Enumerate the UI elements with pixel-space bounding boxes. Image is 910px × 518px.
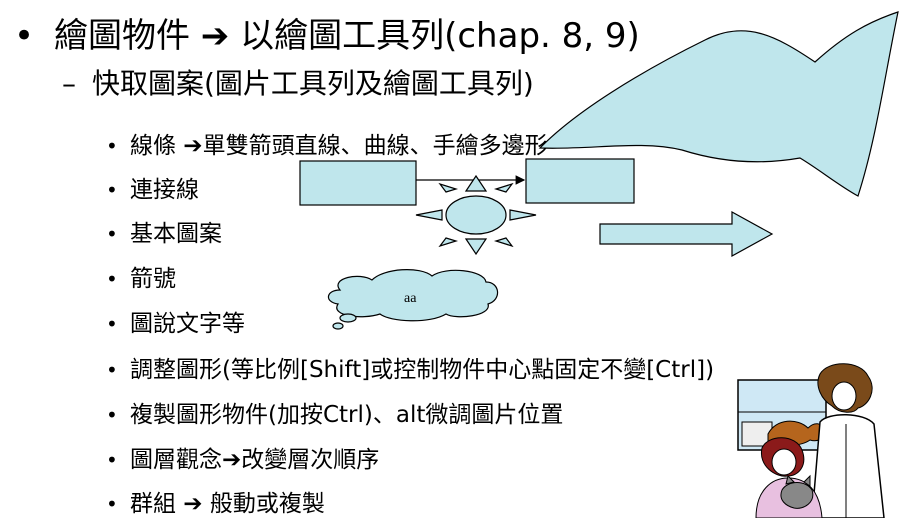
- list-item: • 圖說文字等: [106, 304, 245, 338]
- subheading-dash: –: [62, 67, 76, 100]
- list-item: • 群組 ➔ 般動或複製: [106, 484, 325, 518]
- item-text: 基本圖案: [130, 221, 222, 247]
- item-bullet: •: [106, 492, 118, 516]
- heading-text: 繪圖物件 ➔ 以繪圖工具列(chap. 8, 9): [54, 16, 640, 56]
- item-text: 線條 ➔單雙箭頭直線、曲線、手繪多邊形: [130, 133, 548, 159]
- item-bullet: •: [106, 312, 118, 336]
- callout-text: aa: [404, 291, 417, 306]
- item-bullet: •: [106, 222, 118, 246]
- item-text: 箭號: [130, 266, 176, 292]
- item-bullet: •: [106, 448, 118, 472]
- list-item: • 調整圖形(等比例[Shift]或控制物件中心點固定不變[Ctrl]): [106, 350, 714, 384]
- item-text: 複製圖形物件(加按Ctrl)、alt微調圖片位置: [130, 402, 564, 428]
- item-text: 群組 ➔ 般動或複製: [130, 491, 325, 517]
- slide-subheading: –快取圖案(圖片工具列及繪圖工具列): [62, 62, 534, 102]
- item-bullet: •: [106, 358, 118, 382]
- list-item: • 箭號: [106, 259, 176, 293]
- connector-box-right[interactable]: [525, 158, 635, 204]
- subheading-text: 快取圖案(圖片工具列及繪圖工具列): [92, 67, 534, 100]
- heading-bullet: •: [14, 16, 35, 56]
- item-text: 調整圖形(等比例[Shift]或控制物件中心點固定不變[Ctrl]): [130, 357, 715, 383]
- block-arrow[interactable]: [599, 210, 774, 258]
- item-text: 圖說文字等: [130, 311, 245, 337]
- sun-shape[interactable]: [415, 174, 537, 256]
- item-text: 圖層觀念➔改變層次順序: [130, 447, 380, 473]
- item-bullet: •: [106, 403, 118, 427]
- list-item: • 基本圖案: [106, 214, 222, 248]
- item-bullet: •: [106, 134, 118, 158]
- item-bullet: •: [106, 267, 118, 291]
- list-item: • 複製圖形物件(加按Ctrl)、alt微調圖片位置: [106, 395, 563, 429]
- freeform-shape[interactable]: [538, 11, 899, 197]
- list-item: • 連接線: [106, 170, 199, 204]
- slide-heading: • 繪圖物件 ➔ 以繪圖工具列(chap. 8, 9): [14, 8, 640, 57]
- connector-box-left[interactable]: [299, 160, 417, 206]
- list-item: • 線條 ➔單雙箭頭直線、曲線、手繪多邊形: [106, 126, 548, 160]
- clipart-people-pets-icon: [737, 363, 885, 518]
- list-item: • 圖層觀念➔改變層次順序: [106, 440, 379, 474]
- item-bullet: •: [106, 178, 118, 202]
- item-text: 連接線: [130, 177, 199, 203]
- cloud-callout[interactable]: [327, 269, 499, 330]
